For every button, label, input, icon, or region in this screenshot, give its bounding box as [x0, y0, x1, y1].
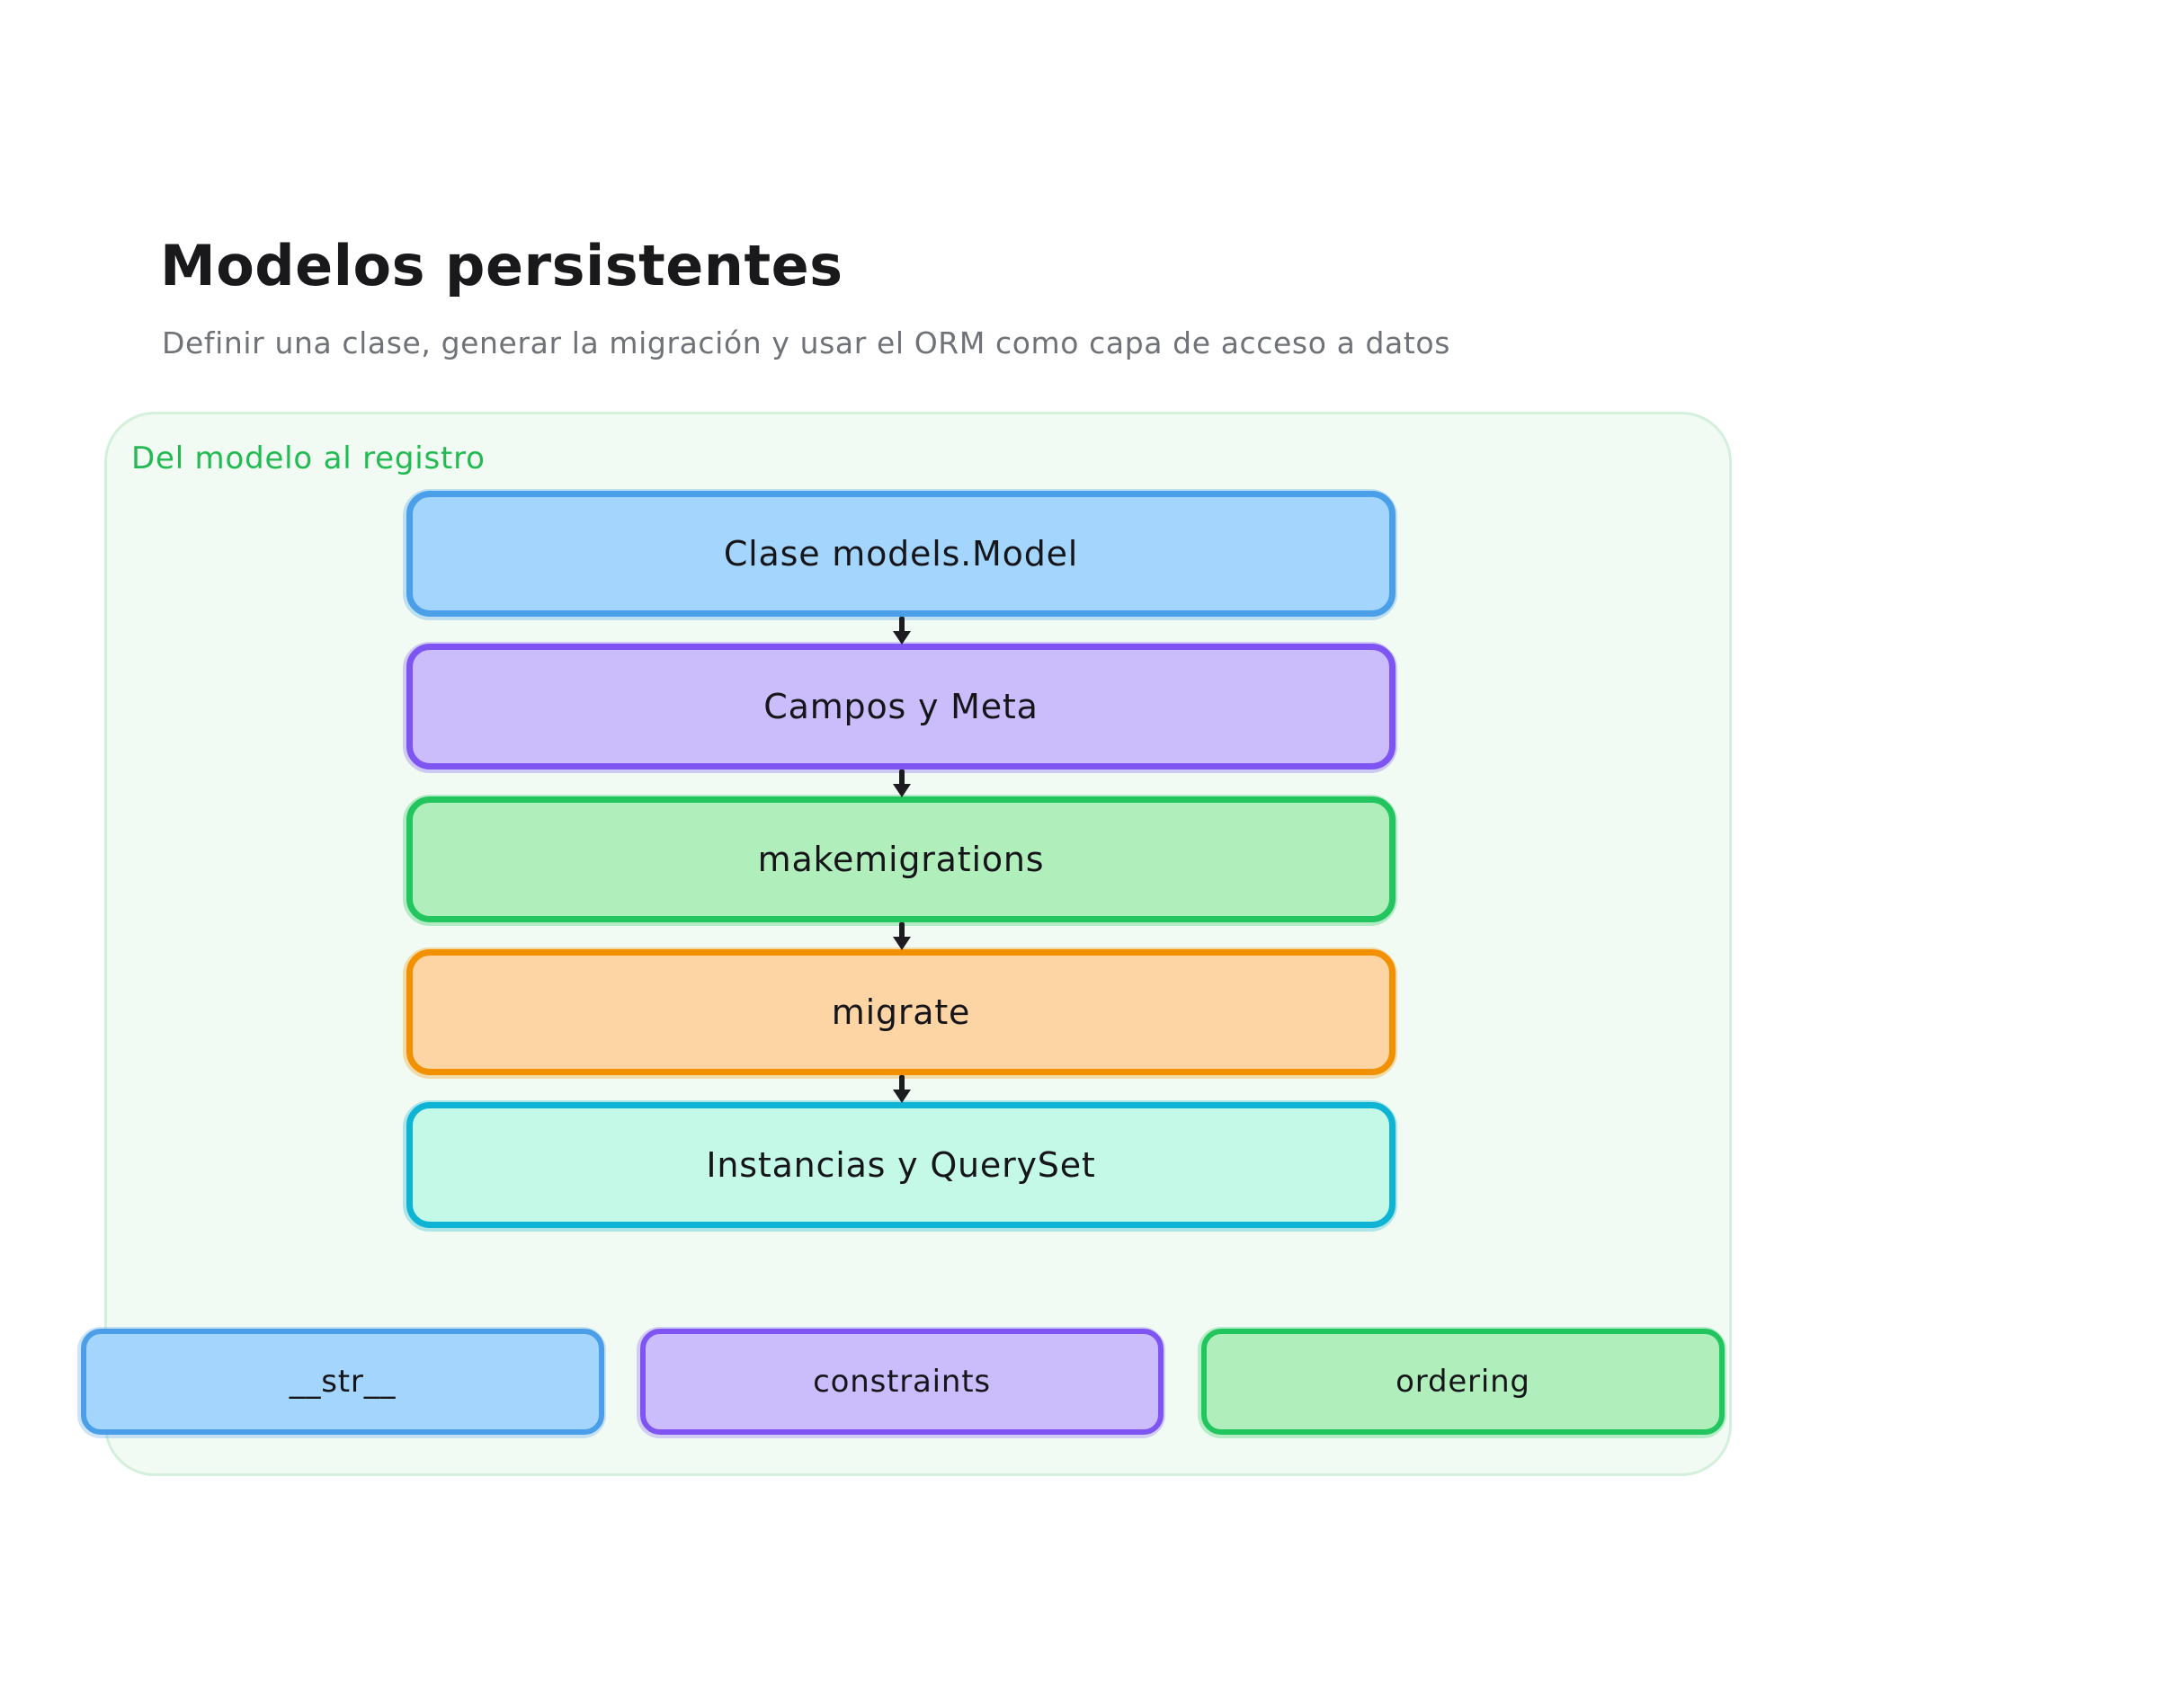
- flow-step-campos-y-meta[interactable]: Campos y Meta: [403, 642, 1397, 773]
- flow-step-label: migrate: [831, 992, 971, 1032]
- flow-step-migrate[interactable]: migrate: [403, 947, 1397, 1079]
- flow-row: Campos y Meta: [403, 642, 1397, 797]
- flow-step-label: makemigrations: [757, 840, 1045, 879]
- flow-arrow-down-icon: [887, 769, 914, 798]
- flow-sequence: Clase models.Model Campos y Meta makemig…: [403, 489, 1397, 1255]
- flow-step-label: Instancias y QuerySet: [706, 1145, 1096, 1185]
- flow-row: Clase models.Model: [403, 489, 1397, 645]
- flow-arrow-down-icon: [887, 1075, 914, 1104]
- chip-label: ordering: [1396, 1364, 1530, 1400]
- flow-step-clase-models-model[interactable]: Clase models.Model: [403, 489, 1397, 620]
- chip-label: __str__: [289, 1364, 397, 1400]
- chip-row: __str__ constraints ordering: [77, 1327, 1726, 1438]
- flow-row: migrate: [403, 947, 1397, 1103]
- flow-step-instancias-y-queryset[interactable]: Instancias y QuerySet: [403, 1100, 1397, 1232]
- panel-label: Del modelo al registro: [131, 440, 486, 476]
- flow-arrow-down-icon: [887, 922, 914, 951]
- flow-arrow-down-icon: [887, 617, 914, 645]
- flow-row: makemigrations: [403, 795, 1397, 950]
- chip-str-dunder[interactable]: __str__: [77, 1327, 606, 1438]
- chip-constraints[interactable]: constraints: [637, 1327, 1165, 1438]
- flow-step-label: Campos y Meta: [763, 687, 1039, 726]
- flow-step-makemigrations[interactable]: makemigrations: [403, 795, 1397, 926]
- flow-step-label: Clase models.Model: [723, 534, 1079, 574]
- page-title: Modelos persistentes: [160, 233, 843, 298]
- page-subtitle: Definir una clase, generar la migración …: [162, 325, 1450, 360]
- chip-ordering[interactable]: ordering: [1198, 1327, 1726, 1438]
- chip-label: constraints: [813, 1364, 991, 1400]
- flow-row: Instancias y QuerySet: [403, 1100, 1397, 1232]
